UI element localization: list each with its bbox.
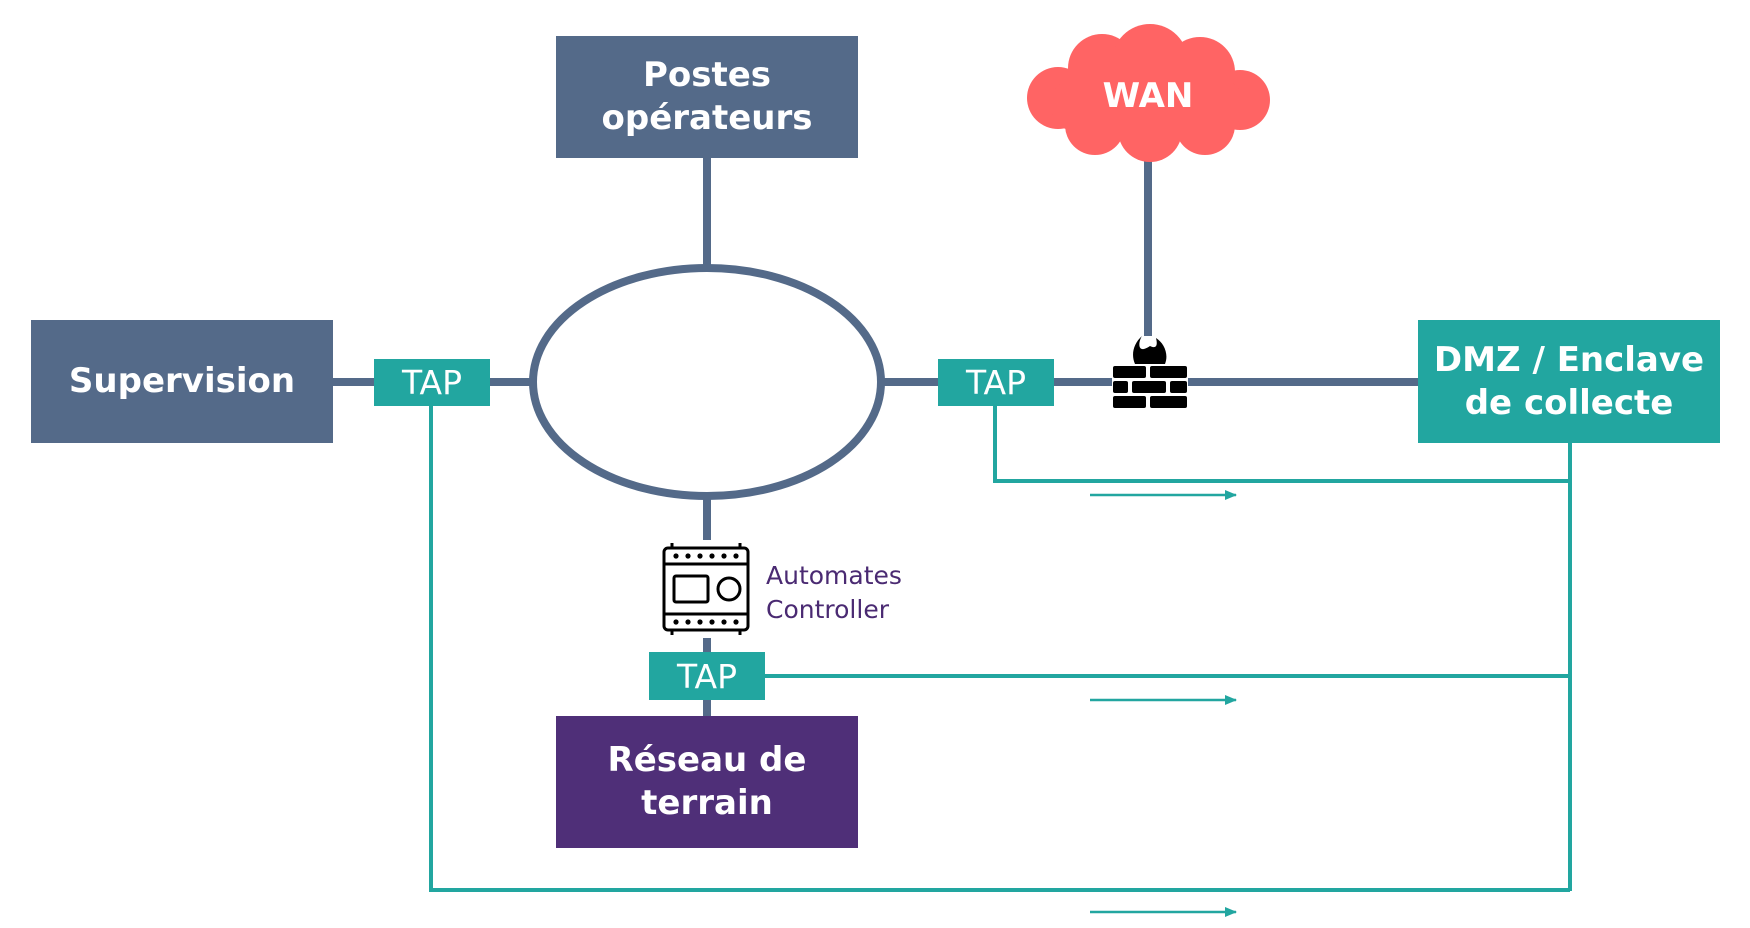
network-ring (529, 264, 885, 500)
tap-left: TAP (374, 359, 490, 406)
automates-caption-line1: Automates (766, 561, 902, 590)
automates-caption-line2: Controller (766, 595, 889, 624)
mirror-link-left-tap (429, 406, 1570, 892)
tap-bottom: TAP (649, 652, 765, 700)
node-reseau-label: Réseau de terrain (607, 740, 807, 823)
node-dmz-enclave: DMZ / Enclave de collecte (1418, 320, 1720, 443)
firewall-icon (1113, 336, 1187, 408)
node-postes-operateurs: Postes opérateurs (556, 36, 858, 158)
wan-cloud-icon (1027, 24, 1270, 162)
wan-label: WAN (1102, 76, 1194, 116)
node-supervision: Supervision (31, 320, 333, 443)
node-reseau-terrain: Réseau de terrain (556, 716, 858, 848)
node-supervision-label: Supervision (68, 361, 296, 401)
automates-caption: Automates Controller (766, 559, 926, 627)
node-dmz-label: DMZ / Enclave de collecte (1433, 339, 1705, 423)
mirror-link-right-tap (993, 406, 1570, 483)
plc-controller-icon (662, 543, 750, 635)
tap-right: TAP (938, 359, 1054, 406)
node-postes-label: Postes opérateurs (601, 55, 813, 138)
